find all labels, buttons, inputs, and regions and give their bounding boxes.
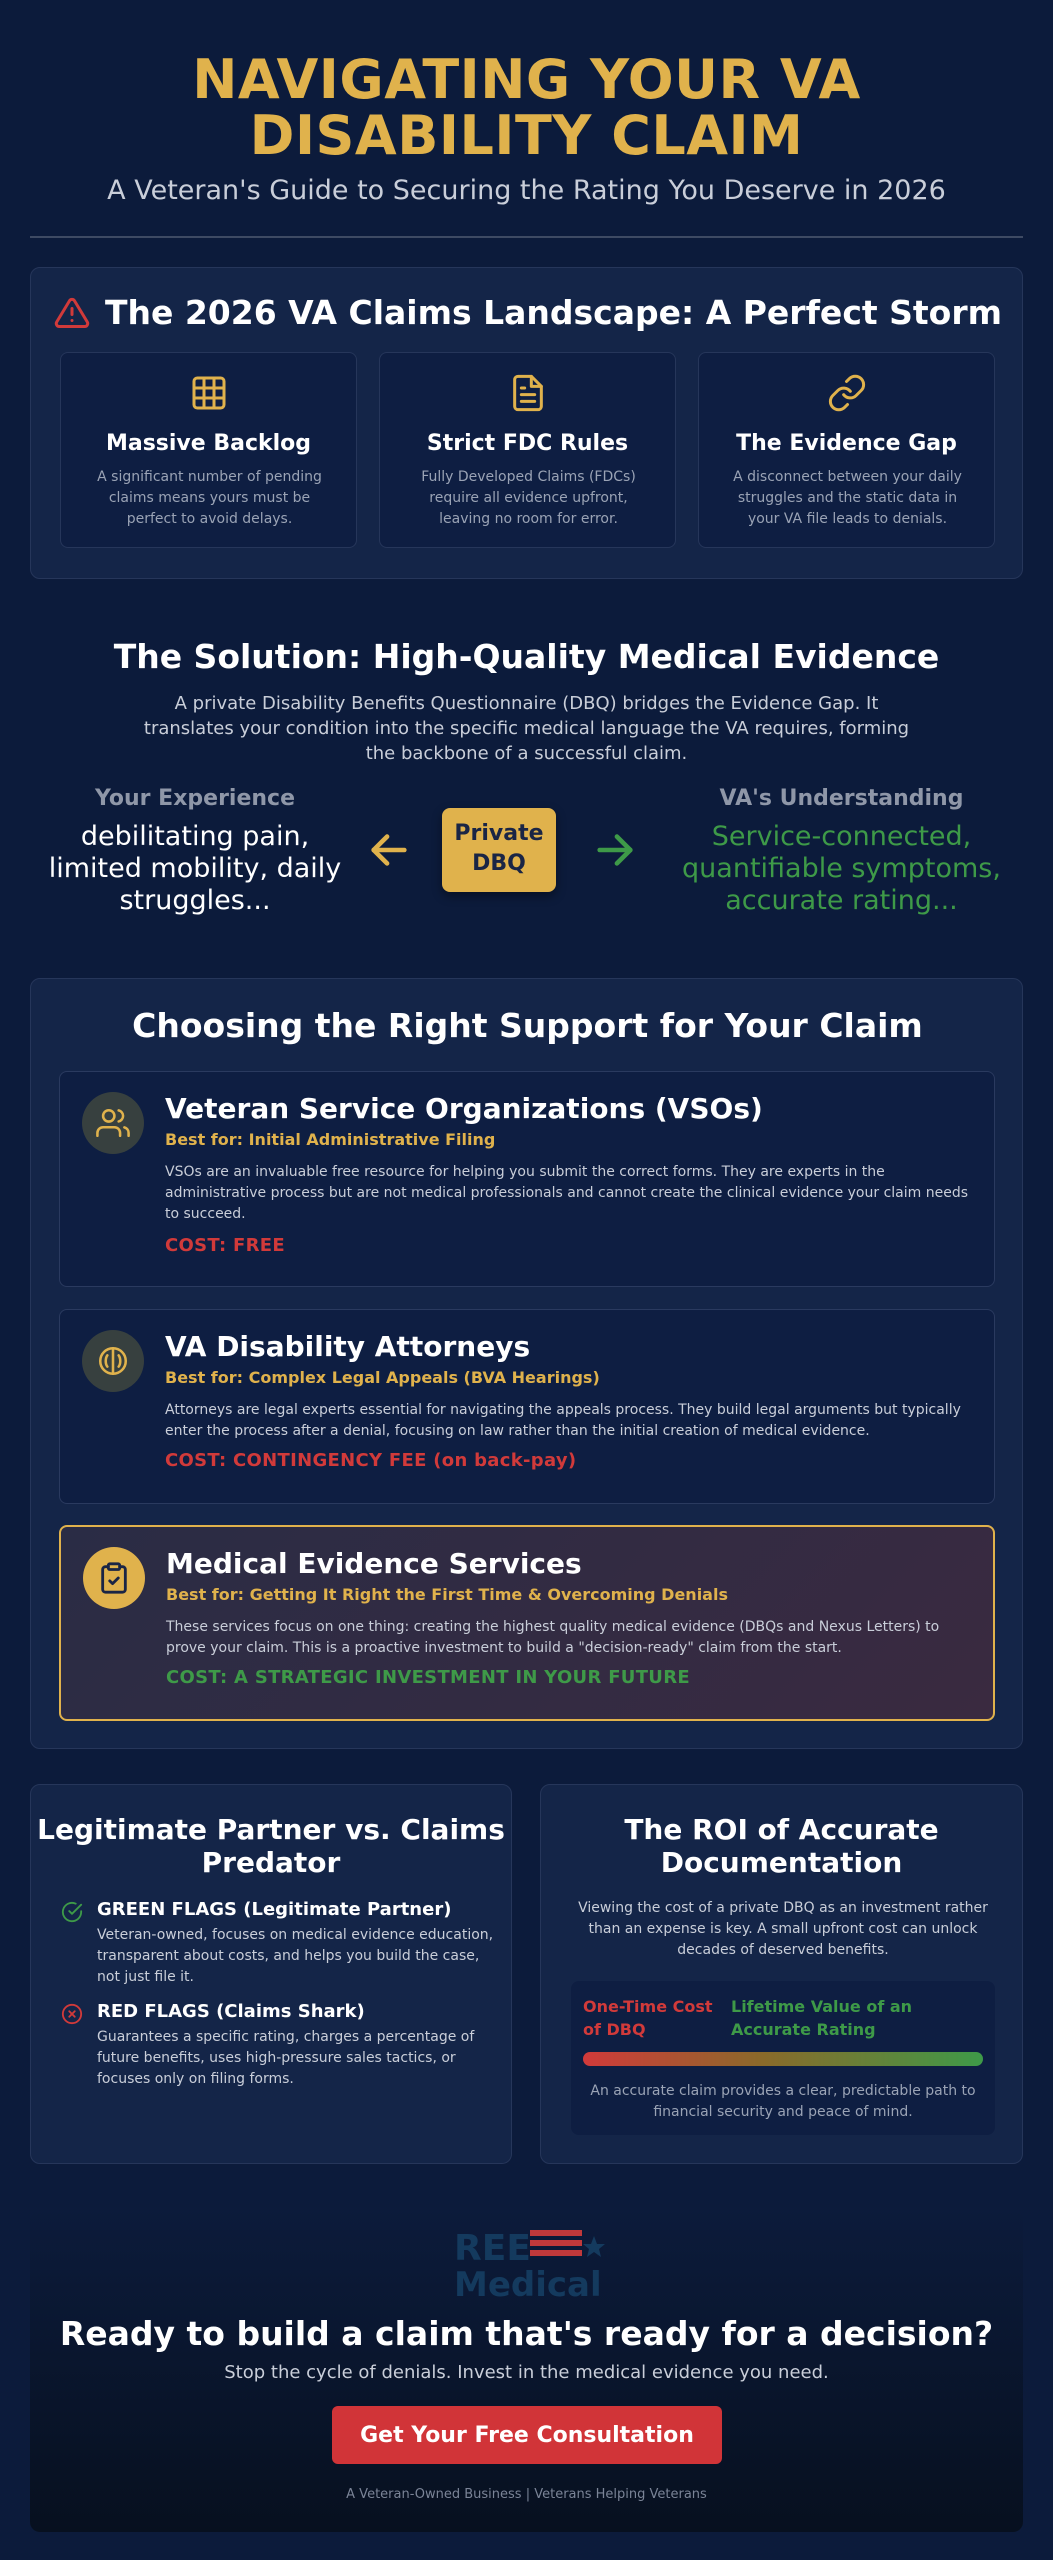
- red-flag-text: Guarantees a specific rating, charges a …: [97, 2029, 475, 2087]
- option-cost: COST: A STRATEGIC INVESTMENT IN YOUR FUT…: [166, 1667, 690, 1688]
- landscape-section: The 2026 VA Claims Landscape: A Perfect …: [30, 267, 1023, 579]
- va-understanding-text: Service-connected, quantifiable symptoms…: [682, 821, 1001, 916]
- cta-subtitle: Stop the cycle of denials. Invest in the…: [224, 2362, 829, 2383]
- roi-value-label: Lifetime Value of an Accurate Rating: [731, 1997, 913, 2039]
- grid-icon: [192, 376, 226, 410]
- roi-comparison: One-Time Cost of DBQ Lifetime Value of a…: [571, 1981, 995, 2135]
- landscape-card-title: Strict FDC Rules: [426, 431, 629, 456]
- support-section: Choosing the Right Support for Your Clai…: [30, 978, 1023, 1749]
- option-title: VA Disability Attorneys: [165, 1330, 531, 1363]
- roi-section: The ROI of Accurate Documentation Viewin…: [540, 1784, 1023, 2164]
- option-card-attorney: VA Disability Attorneys Best for: Comple…: [59, 1309, 995, 1504]
- private-dbq-badge: Private DBQ: [442, 808, 556, 892]
- option-description: VSOs are an invaluable free resource for…: [165, 1164, 968, 1222]
- landscape-card-title: Massive Backlog: [105, 431, 312, 456]
- dbq-line-2: DBQ: [472, 851, 526, 876]
- landscape-card-evidence: The Evidence Gap A disconnect between yo…: [698, 352, 995, 548]
- dbq-line-1: Private: [454, 821, 544, 846]
- support-title: Choosing the Right Support for Your Clai…: [132, 1006, 923, 1045]
- clipboard-check-icon: [101, 1562, 127, 1594]
- flags-section: Legitimate Partner vs. Claims Predator G…: [30, 1784, 512, 2164]
- experience-text: debilitating pain, limited mobility, dai…: [48, 821, 342, 916]
- option-title: Veteran Service Organizations (VSOs): [165, 1092, 763, 1125]
- cta-footer: A Veteran-Owned Business | Veterans Help…: [346, 2487, 707, 2502]
- va-understanding-label: VA's Understanding: [719, 786, 964, 811]
- flags-title: Legitimate Partner vs. Claims Predator: [37, 1813, 505, 1879]
- landscape-heading: The 2026 VA Claims Landscape: A Perfect …: [31, 293, 1024, 332]
- red-flag-title: RED FLAGS (Claims Shark): [97, 2001, 365, 2022]
- option-description: Attorneys are legal experts essential fo…: [165, 1402, 961, 1439]
- option-best-for: Best for: Complex Legal Appeals (BVA Hea…: [165, 1368, 600, 1387]
- title-line-2: DISABILITY CLAIM: [249, 104, 804, 167]
- option-best-for: Best for: Initial Administrative Filing: [165, 1130, 496, 1149]
- cta-title: Ready to build a claim that's ready for …: [59, 2314, 994, 2353]
- link-icon: [828, 374, 866, 412]
- option-best-for: Best for: Getting It Right the First Tim…: [166, 1585, 728, 1604]
- landscape-card-fdc: Strict FDC Rules Fully Developed Claims …: [379, 352, 676, 548]
- roi-description: Viewing the cost of a private DBQ as an …: [578, 1900, 988, 1958]
- warning-triangle-icon: [54, 297, 90, 328]
- company-logo: REE Medical: [454, 2228, 605, 2304]
- logo-text-bottom: Medical: [454, 2265, 602, 2304]
- solution-description: A private Disability Benefits Questionna…: [143, 693, 910, 764]
- logo-text-top: REE: [454, 2228, 531, 2269]
- check-circle-icon: [61, 1901, 83, 1923]
- cta-section: REE Medical Ready to build a claim that'…: [30, 2210, 1023, 2532]
- page-title: NAVIGATING YOUR VA DISABILITY CLAIM: [30, 52, 1023, 164]
- arrow-left-icon: [371, 834, 407, 866]
- option-card-medical-evidence: Medical Evidence Services Best for: Gett…: [59, 1525, 995, 1721]
- solution-title: The Solution: High-Quality Medical Evide…: [113, 637, 940, 676]
- legal-icon: [98, 1346, 128, 1376]
- document-icon: [513, 374, 543, 412]
- arrow-right-icon: [597, 834, 633, 866]
- title-line-1: NAVIGATING YOUR VA: [192, 48, 861, 111]
- page-subtitle: A Veteran's Guide to Securing the Rating…: [107, 175, 946, 206]
- green-flag-text: Veteran-owned, focuses on medical eviden…: [97, 1927, 494, 1985]
- landscape-card-text: Fully Developed Claims (FDCs) require al…: [421, 469, 636, 527]
- option-cost: COST: CONTINGENCY FEE (on back-pay): [165, 1450, 577, 1471]
- option-badge: [83, 1547, 145, 1609]
- landscape-card-text: A disconnect between your daily struggle…: [733, 469, 962, 527]
- roi-title: The ROI of Accurate Documentation: [624, 1813, 939, 1879]
- people-icon: [96, 1108, 130, 1138]
- option-title: Medical Evidence Services: [166, 1547, 582, 1580]
- experience-label: Your Experience: [94, 786, 296, 811]
- landscape-title: The 2026 VA Claims Landscape: A Perfect …: [104, 293, 1003, 332]
- header-divider: [30, 236, 1023, 238]
- option-cost: COST: FREE: [165, 1235, 285, 1256]
- option-badge: [82, 1092, 144, 1154]
- free-consultation-button[interactable]: Get Your Free Consultation: [332, 2406, 722, 2464]
- option-card-vso: Veteran Service Organizations (VSOs) Bes…: [59, 1071, 995, 1287]
- landscape-card-title: The Evidence Gap: [736, 431, 957, 456]
- green-flag-title: GREEN FLAGS (Legitimate Partner): [97, 1899, 452, 1920]
- roi-gradient-bar: [583, 2052, 983, 2066]
- roi-cost-label: One-Time Cost of DBQ: [583, 1997, 713, 2039]
- option-badge: [82, 1330, 144, 1392]
- x-circle-icon: [61, 2003, 83, 2025]
- landscape-card-backlog: Massive Backlog A significant number of …: [60, 352, 357, 548]
- landscape-card-text: A significant number of pending claims m…: [97, 469, 322, 527]
- option-description: These services focus on one thing: creat…: [166, 1619, 940, 1656]
- roi-note: An accurate claim provides a clear, pred…: [590, 2083, 976, 2120]
